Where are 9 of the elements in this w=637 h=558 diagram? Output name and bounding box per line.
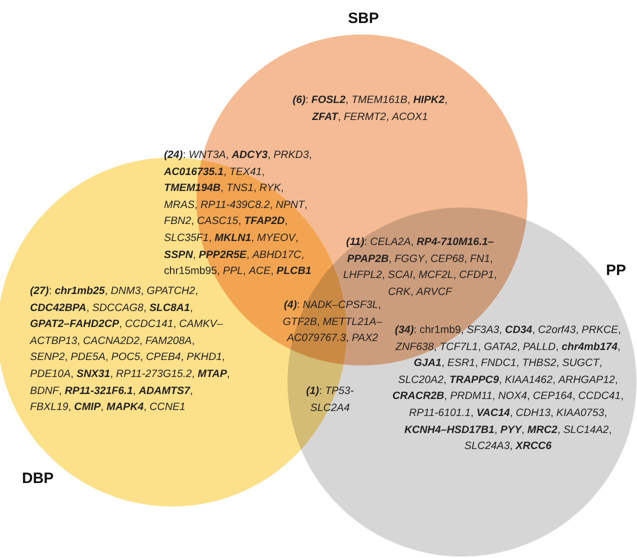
gene-list: (34): chr1mb9, SF3A3, CD34, C2orf43, PRKCE, ZNF638, TCF7L1, GATA2, PALLD, chr4mb174, GJA1, ESR1, FNDC1, THBS2, SUGCT, SLC20A2, TRAPPC9, KIAA1462, ARHGAP12, CRACR2B, PRDM11, NOX4, CEP164, CCDC41, RP11-6101.1, VAC14, CDH13, KIAA0753, KCNH4–HSD17B1, PYY, MRC2, SLC14A2, SLC24A3, XRCC6 [392,322,624,455]
gene-list: (11): CELA2A, RP4-710M16.1–PPAP2B, FGGY, CEP68, FN1, LHFPL2, SCAI, MCF2L, CFDP1, CRK, ARVCF [340,234,500,300]
set-label: PP [606,262,626,279]
set-label: SBP [348,10,379,27]
set-label: DBP [22,470,54,487]
gene-list: (24): WNT3A, ADCY3, PRKD3, AC016735.1, TEX41, TMEM194B, TNS1, RYK, MRAS, RP11-439C8.2, NPNT, FBN2, CASC15, TFAP2D, SLC35F1, MKLN1, MYEOV, SSPN, PPP2R5E, ABHD17C, chr15mb95, PPL, ACE, PLCB1 [164,147,314,280]
gene-list: (1): TP53-SLC2A4 [290,383,370,416]
gene-list: (6): FOSL2, TMEM161B, HIPK2, ZFAT, FERMT2, ACOX1 [285,92,455,126]
gene-list: (27): chr1mb25, DNM3, GPATCH2, CDC42BPA, SDCCAG8, SLC8A1, GPAT2–FAHD2CP, CCDC141, CAMKV–ACTBP13, CACNA2D2, FAM208A, SENP2, PDE5A, POC5, CPEB4, PKHD1, PDE10A, SNX31, RP11-273G15.2, MTAP, BDNF, RP11-321F6.1, ADAMTS7, FBXL19, CMIP, MAPK4, CCNE1 [30,283,235,416]
